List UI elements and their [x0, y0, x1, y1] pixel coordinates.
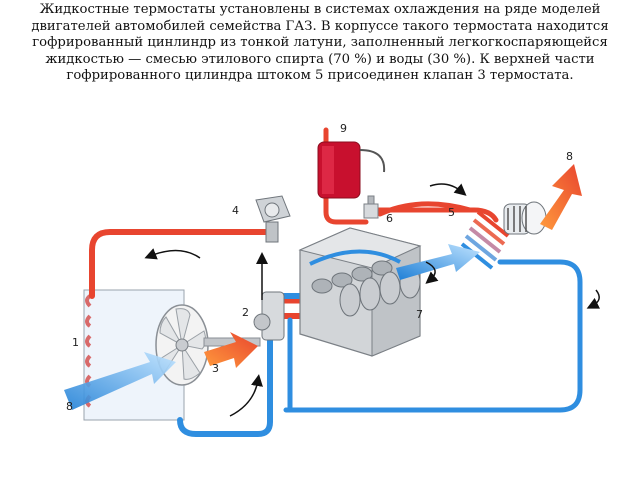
label-1: 1: [72, 336, 79, 349]
radiator: [83, 289, 185, 421]
label-5: 5: [448, 206, 455, 219]
label-9: 9: [340, 122, 347, 135]
airflow-arrows: [64, 164, 582, 410]
label-7: 7: [416, 308, 423, 321]
label-8-top: 8: [566, 150, 573, 163]
label-4: 4: [232, 204, 239, 217]
water-pump: [253, 291, 285, 341]
flow-direction-arrows: [144, 183, 601, 417]
label-2: 2: [242, 306, 249, 319]
heater-tap: [317, 141, 386, 199]
engine-block: [298, 227, 422, 357]
label-8-bottom: 8: [66, 400, 73, 413]
hot-pipes: [89, 127, 499, 319]
valve: [363, 195, 379, 219]
label-6: 6: [386, 212, 393, 225]
blower-fan: [503, 201, 547, 235]
caption-text: Жидкостные термостаты установлены в сист…: [31, 2, 609, 84]
label-3: 3: [212, 362, 219, 375]
thermostat: [255, 195, 291, 243]
heater-core: [460, 201, 547, 270]
